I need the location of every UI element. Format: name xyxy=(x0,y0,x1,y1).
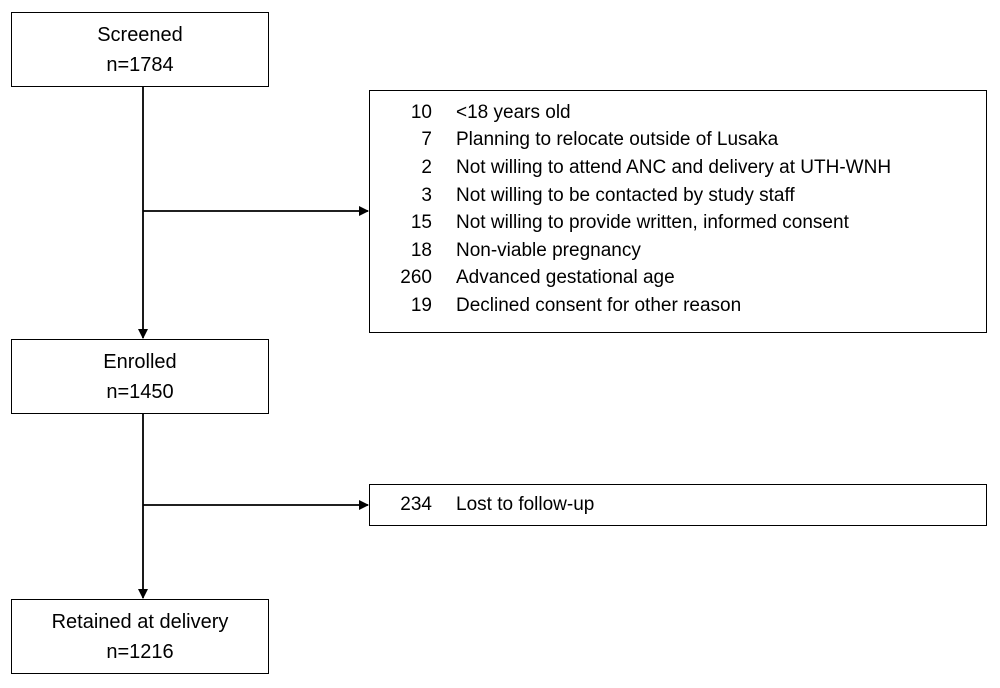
screened-box: Screened n=1784 xyxy=(11,12,269,87)
screened-title: Screened xyxy=(97,23,183,46)
exclusion-item: 260 Advanced gestational age xyxy=(370,265,986,293)
retained-box: Retained at delivery n=1216 xyxy=(11,599,269,674)
loss-reason: Lost to follow-up xyxy=(456,493,595,515)
exclusion-item: 10 <18 years old xyxy=(370,99,986,127)
enrolled-title: Enrolled xyxy=(103,350,177,373)
exclusion-reason: Not willing to be contacted by study sta… xyxy=(456,184,795,206)
exclusion-item: 7 Planning to relocate outside of Lusaka xyxy=(370,127,986,155)
exclusion-count: 15 xyxy=(410,212,432,234)
exclusion-reason: Declined consent for other reason xyxy=(456,294,742,316)
exclusion-item: 19 Declined consent for other reason xyxy=(370,292,986,320)
exclusion-item: 2 Not willing to attend ANC and delivery… xyxy=(370,154,986,182)
exclusion-count: 19 xyxy=(410,294,432,316)
exclusion-item: 18 Non-viable pregnancy xyxy=(370,237,986,265)
exclusion-count: 10 xyxy=(410,101,432,123)
retained-count: n=1216 xyxy=(106,640,174,663)
exclusions-box: 10 <18 years old 7 Planning to relocate … xyxy=(369,90,987,333)
enrolled-box: Enrolled n=1450 xyxy=(11,339,269,414)
exclusion-reason: <18 years old xyxy=(456,101,571,123)
loss-list: 234 Lost to follow-up xyxy=(370,491,986,519)
exclusion-reason: Non-viable pregnancy xyxy=(456,239,641,261)
loss-item: 234 Lost to follow-up xyxy=(370,491,986,519)
exclusion-count: 3 xyxy=(421,184,432,206)
exclusion-reason: Not willing to provide written, informed… xyxy=(456,212,849,234)
screened-count: n=1784 xyxy=(106,53,174,76)
retained-title: Retained at delivery xyxy=(51,610,229,633)
exclusion-reason: Planning to relocate outside of Lusaka xyxy=(456,129,779,151)
lost-to-followup-box: 234 Lost to follow-up xyxy=(369,484,987,526)
exclusion-reason: Advanced gestational age xyxy=(456,267,675,289)
exclusion-list: 10 <18 years old 7 Planning to relocate … xyxy=(370,99,986,320)
exclusion-item: 15 Not willing to provide written, infor… xyxy=(370,209,986,237)
enrolled-count: n=1450 xyxy=(106,380,174,403)
loss-count: 234 xyxy=(400,493,432,515)
exclusion-count: 2 xyxy=(421,156,432,178)
exclusion-count: 18 xyxy=(410,239,432,261)
exclusion-item: 3 Not willing to be contacted by study s… xyxy=(370,182,986,210)
exclusion-count: 7 xyxy=(421,129,432,151)
exclusion-reason: Not willing to attend ANC and delivery a… xyxy=(456,156,892,178)
exclusion-count: 260 xyxy=(400,267,432,289)
